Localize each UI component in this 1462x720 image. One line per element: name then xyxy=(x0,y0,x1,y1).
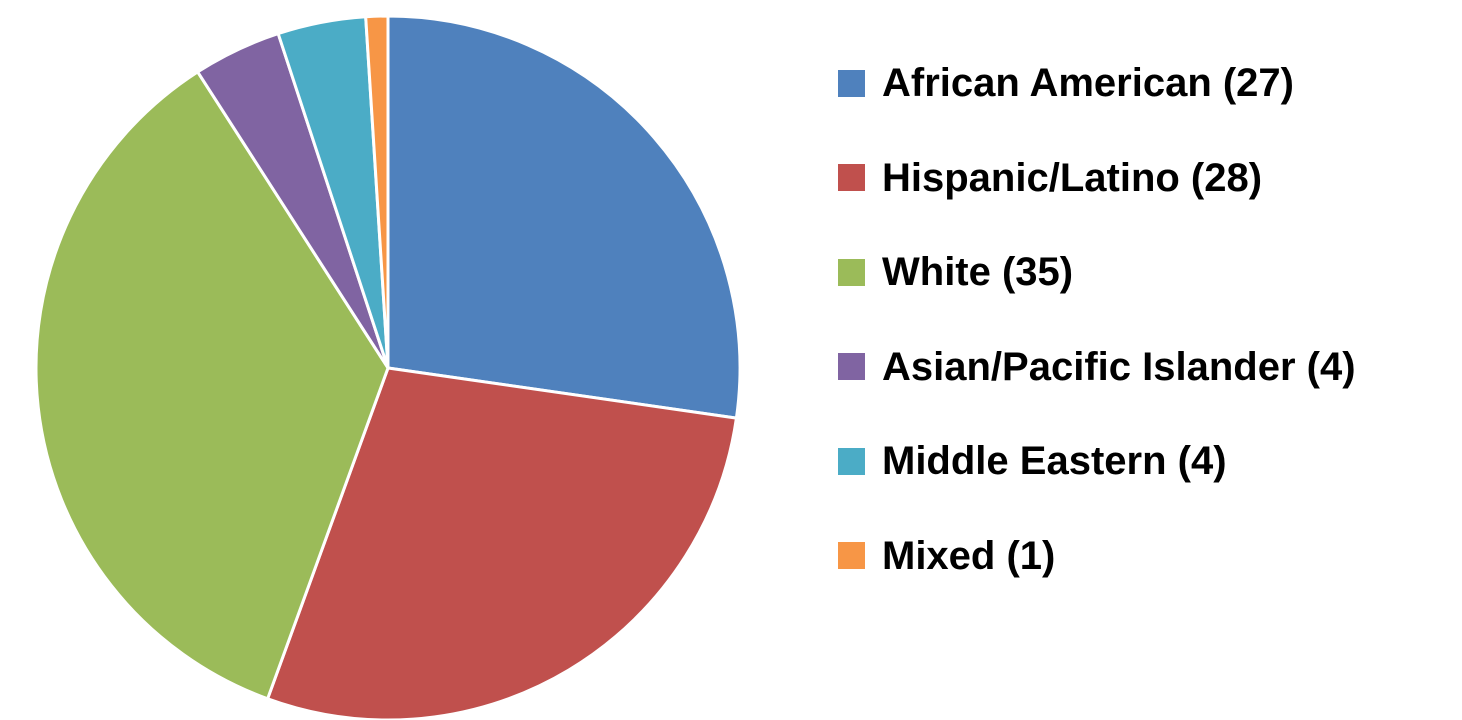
legend-swatch-white xyxy=(838,258,865,286)
pie-slice-african-american xyxy=(386,14,742,420)
legend-item-asian-pacific-islander: Asian/Pacific Islander (4) xyxy=(838,320,1448,415)
legend-item-mixed: Mixed (1) xyxy=(838,509,1448,604)
pie-slice-white xyxy=(34,70,390,701)
legend-label-mixed: Mixed (1) xyxy=(882,533,1056,578)
pie-plot-area xyxy=(34,14,742,720)
legend-item-white: White (35) xyxy=(838,225,1448,320)
legend-item-hispanic-latino: Hispanic/Latino (28) xyxy=(838,131,1448,226)
legend-swatch-african-american xyxy=(838,69,865,97)
legend-swatch-asian-pacific-islander xyxy=(838,353,865,381)
pie-slice-hispanic-latino xyxy=(266,366,738,720)
legend-item-african-american: African American (27) xyxy=(838,36,1448,131)
legend-label-asian-pacific-islander: Asian/Pacific Islander (4) xyxy=(882,344,1356,389)
legend-label-african-american: African American (27) xyxy=(882,61,1294,106)
legend-swatch-mixed xyxy=(838,542,865,570)
legend-label-white: White (35) xyxy=(882,250,1074,295)
pie-slice-mixed xyxy=(364,14,390,370)
legend-item-middle-eastern: Middle Eastern (4) xyxy=(838,414,1448,509)
legend: African American (27) Hispanic/Latino (2… xyxy=(838,36,1448,603)
legend-swatch-hispanic-latino xyxy=(838,164,865,192)
legend-swatch-middle-eastern xyxy=(838,447,865,475)
legend-label-middle-eastern: Middle Eastern (4) xyxy=(882,439,1227,484)
legend-label-hispanic-latino: Hispanic/Latino (28) xyxy=(882,155,1263,200)
